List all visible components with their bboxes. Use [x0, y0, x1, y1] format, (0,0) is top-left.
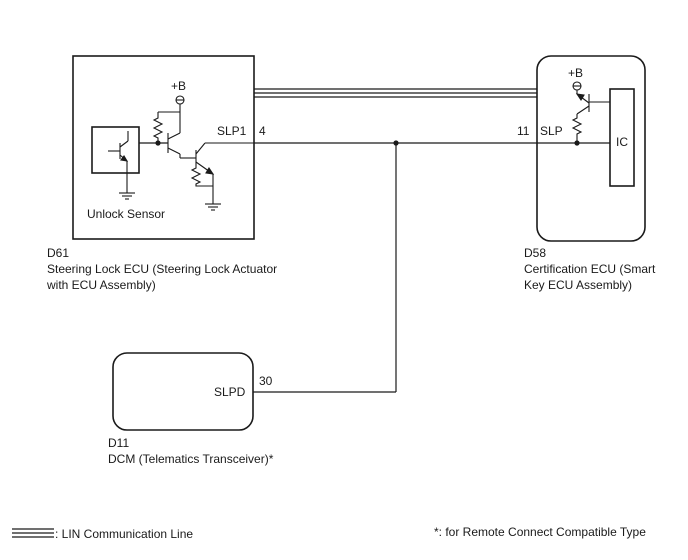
d11-name-line1: DCM (Telematics Transceiver)*: [108, 452, 274, 466]
output-transistor-icon: [195, 142, 254, 204]
power-terminal-icon: [158, 95, 185, 113]
resistor-icon: [190, 166, 213, 187]
sensor-transistor-icon: [108, 131, 129, 193]
resistor-icon: [152, 112, 164, 143]
d61-terminal-pin: 4: [259, 124, 266, 138]
d61-component: +B: [46, 55, 277, 292]
legend: : LIN Communication Line *: for Remote C…: [12, 525, 646, 541]
d58-component: +B IC 11 SLP D58 Certification ECU (Smar…: [517, 55, 656, 292]
d58-ic-label: IC: [616, 135, 628, 149]
sensor-ground-icon: [119, 192, 135, 200]
d61-code: D61: [47, 246, 69, 260]
d11-terminal-name: SLPD: [214, 385, 246, 399]
d11-component: SLPD 30 D11 DCM (Telematics Transceiver)…: [108, 352, 274, 466]
d58-name-line2: Key ECU Assembly): [524, 278, 632, 292]
resistor-icon: [571, 114, 583, 143]
d61-terminal-name: SLP1: [217, 124, 247, 138]
d61-name-line2: with ECU Assembly): [46, 278, 156, 292]
d11-code: D11: [108, 436, 129, 450]
d58-terminal-pin: 11: [517, 124, 530, 138]
unlock-sensor-box: [91, 126, 140, 174]
power-terminal-icon: [572, 81, 582, 94]
lin-legend-symbol: [12, 528, 54, 538]
d11-box: [112, 352, 254, 431]
lin-bundle-line: [254, 88, 537, 98]
d58-transistor-icon: [575, 93, 610, 115]
d61-supply-label: +B: [171, 79, 186, 93]
d11-terminal-pin: 30: [259, 374, 273, 388]
output-ground-icon: [205, 203, 221, 211]
d58-supply-label: +B: [568, 66, 583, 80]
npn-transistor-icon: [167, 112, 196, 159]
unlock-sensor-label: Unlock Sensor: [87, 207, 165, 221]
d58-name-line1: Certification ECU (Smart: [524, 262, 656, 276]
d61-name-line1: Steering Lock ECU (Steering Lock Actuato…: [47, 262, 277, 276]
d58-terminal-name: SLP: [540, 124, 563, 138]
footnote: *: for Remote Connect Compatible Type: [434, 525, 646, 539]
d58-ic-box: [609, 88, 635, 187]
lin-legend-label: : LIN Communication Line: [55, 527, 193, 541]
d58-code: D58: [524, 246, 546, 260]
junction-dot-icon: [393, 140, 399, 146]
